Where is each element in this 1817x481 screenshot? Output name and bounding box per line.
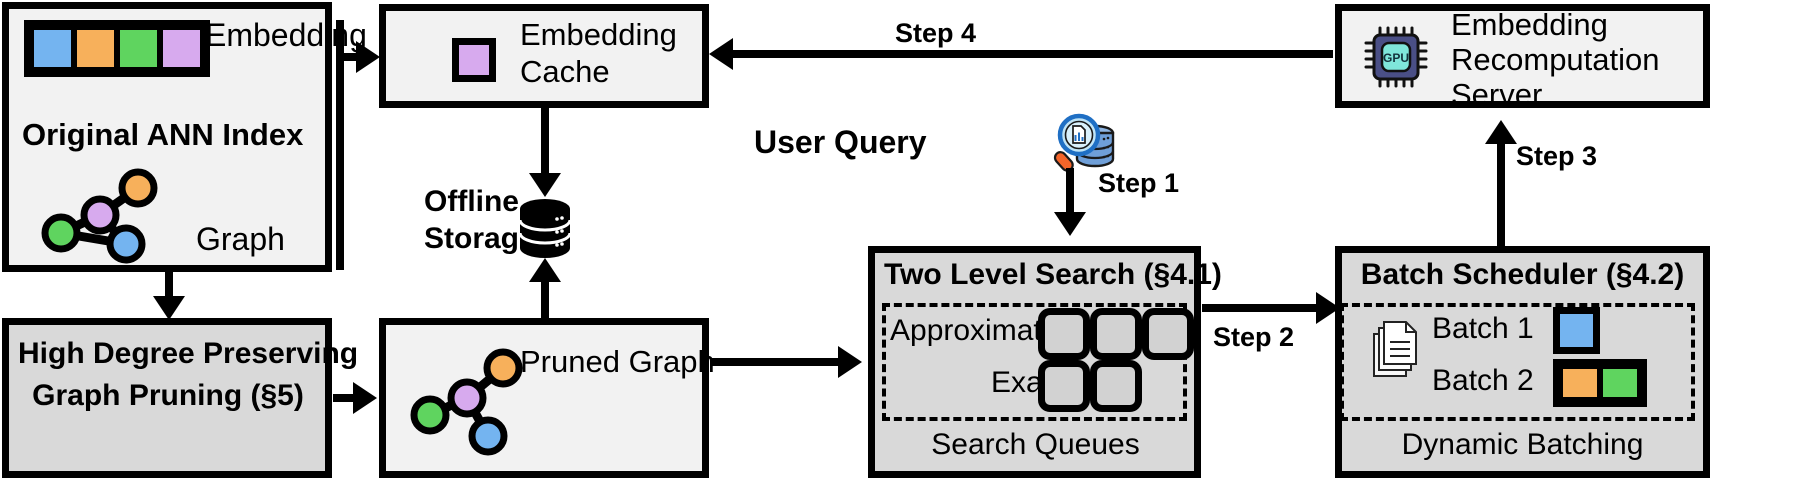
arrow-index-to-pruning-line	[165, 272, 173, 300]
embedding-cache-line2: Cache	[520, 54, 610, 89]
embedding-cache-box	[379, 4, 709, 108]
embedding-cell-purple	[160, 27, 203, 70]
pruned-graph-label: Pruned Graph	[520, 344, 715, 379]
arrow-prunedgraph-to-storage-line	[541, 278, 549, 328]
embedding-cell-orange	[74, 27, 117, 70]
graph-pruning-line2: Graph Pruning (§5)	[32, 379, 304, 412]
two-level-search-box	[868, 246, 1201, 478]
arrow-pruning-to-prunedgraph-line	[333, 394, 365, 402]
documents-stack-icon	[1373, 321, 1417, 377]
queue-slots-exact	[1038, 360, 1142, 412]
recomputation-server-line1: Embedding	[1451, 7, 1608, 42]
graph-pruning-box	[2, 318, 332, 478]
queue-slot[interactable]	[1090, 308, 1142, 360]
user-query-label: User Query	[754, 124, 927, 160]
original-graph-icon	[41, 168, 158, 264]
batch-2-label: Batch 2	[1432, 364, 1534, 397]
recomputation-server-box	[1335, 4, 1710, 108]
embedding-cache-swatch	[452, 38, 496, 82]
query-search-database-icon	[1053, 113, 1115, 172]
batch-1-item-blue	[1553, 307, 1600, 354]
batch-2-item-orange	[1560, 366, 1600, 400]
batch-1-label: Batch 1	[1432, 312, 1534, 345]
arrow-step1-head	[1054, 212, 1086, 236]
offline-storage-line1: Offline	[424, 185, 519, 218]
step-2-label: Step 2	[1213, 322, 1295, 352]
svg-text:GPU: GPU	[1383, 51, 1409, 65]
batch-scheduler-title: Batch Scheduler (§4.2)	[1360, 258, 1685, 291]
arrow-index-to-cache-head	[356, 41, 380, 73]
arrow-step4-head	[709, 38, 733, 70]
arrow-cache-to-storage-line	[541, 108, 549, 176]
queue-slots-approximate	[1038, 308, 1194, 360]
arrow-step4-line	[733, 50, 1333, 58]
recomputation-server-line3: Server	[1451, 77, 1543, 112]
arrow-cache-to-storage-head	[529, 173, 561, 197]
arrow-step3-line	[1497, 140, 1505, 246]
database-icon	[518, 199, 572, 258]
arrow-prunedgraph-to-search-line	[710, 358, 846, 366]
arrow-step1-line	[1066, 168, 1074, 216]
queue-slot[interactable]	[1090, 360, 1142, 412]
arrow-step2-line	[1202, 304, 1324, 312]
arrow-index-to-pruning-head	[153, 296, 185, 320]
arrow-pruning-to-prunedgraph-head	[353, 382, 377, 414]
search-queues-group	[882, 303, 1187, 421]
dynamic-batching-group	[1340, 303, 1695, 421]
gpu-chip-icon: GPU	[1364, 26, 1428, 88]
arrow-index-to-cache-line	[336, 53, 368, 61]
queue-slot[interactable]	[1142, 308, 1194, 360]
original-graph-label: Graph	[196, 221, 285, 257]
pruned-graph-icon	[410, 348, 523, 456]
arrow-step3-head	[1485, 120, 1517, 144]
dynamic-batching-footer: Dynamic Batching	[1401, 428, 1644, 461]
queue-slot[interactable]	[1038, 360, 1090, 412]
embedding-strip	[24, 20, 210, 77]
original-ann-index-title: Original ANN Index	[22, 117, 304, 152]
two-level-search-title: Two Level Search (§4.1)	[884, 258, 1222, 291]
queue-slot[interactable]	[1038, 308, 1090, 360]
recomputation-server-line2: Recomputation	[1451, 42, 1660, 77]
offline-storage-line2: Storage	[424, 222, 536, 255]
queue-row-label-approximate: Approximate	[890, 314, 1059, 347]
step-4-label: Step 4	[895, 18, 977, 48]
arrow-index-to-cache-riser	[336, 20, 344, 270]
batch-2-items	[1553, 359, 1647, 407]
search-queues-footer: Search Queues	[931, 428, 1140, 461]
step-1-label: Step 1	[1098, 168, 1180, 198]
arrow-prunedgraph-to-storage-head	[529, 258, 561, 282]
arrow-prunedgraph-to-search-head	[838, 346, 862, 378]
graph-pruning-line1: High Degree Preserving	[18, 337, 359, 370]
embedding-cache-line1: Embedding	[520, 17, 677, 52]
step-3-label: Step 3	[1516, 141, 1598, 171]
embedding-cell-green	[117, 27, 160, 70]
embedding-cell-blue	[31, 27, 74, 70]
batch-2-item-green	[1600, 366, 1640, 400]
